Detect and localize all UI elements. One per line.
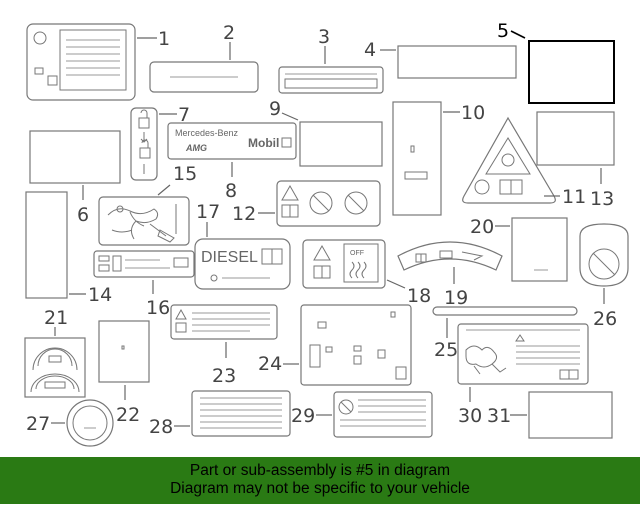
callout-26: 26	[593, 308, 617, 330]
part-11-label[interactable]	[462, 116, 556, 204]
callout-20: 20	[470, 216, 494, 238]
callout-21: 21	[44, 307, 68, 329]
callout-23: 23	[212, 365, 236, 387]
part-13-label[interactable]	[536, 111, 615, 166]
callout-16: 16	[146, 297, 170, 319]
callout-11: 11	[562, 186, 586, 208]
part-22-label[interactable]	[98, 320, 150, 383]
part-4-label[interactable]	[397, 45, 517, 79]
part-21-label[interactable]	[24, 337, 86, 398]
part-3-label[interactable]	[278, 66, 384, 94]
part-info-banner: Part or sub-assembly is #5 in diagram Di…	[0, 457, 640, 504]
banner-line-part: Part or sub-assembly is #5 in diagram	[189, 462, 451, 479]
callout-28: 28	[149, 416, 173, 438]
callout-22: 22	[116, 404, 140, 426]
leader-18	[386, 279, 406, 289]
part-15-label[interactable]	[98, 196, 190, 246]
label-mobil-text: Mobil	[248, 136, 279, 150]
callout-12: 12	[232, 203, 256, 225]
part-12-label[interactable]	[276, 180, 381, 227]
callout-8: 8	[225, 180, 237, 202]
part-23-label[interactable]	[170, 304, 278, 340]
part-9-label[interactable]	[299, 121, 383, 167]
callout-4: 4	[364, 39, 376, 61]
part-5-label[interactable]	[528, 40, 615, 104]
part-31-label[interactable]	[528, 391, 613, 439]
leader-15	[157, 184, 171, 196]
callout-24: 24	[258, 353, 282, 375]
callout-2: 2	[223, 22, 235, 44]
callout-5: 5	[497, 20, 509, 42]
part-8-label[interactable]: Mercedes-Benz AMG Mobil	[167, 122, 297, 160]
part-26-label[interactable]	[579, 223, 629, 287]
callout-13: 13	[590, 188, 614, 210]
leader-9	[281, 112, 299, 121]
callout-31: 31	[487, 405, 511, 427]
callout-6: 6	[77, 204, 89, 226]
part-16-label[interactable]	[93, 250, 195, 278]
callout-1: 1	[158, 28, 170, 50]
part-2-label[interactable]	[149, 61, 259, 93]
part-6-label[interactable]	[29, 130, 121, 184]
callout-9: 9	[269, 98, 281, 120]
part-10-label[interactable]	[392, 101, 442, 216]
part-1-label[interactable]	[26, 23, 136, 101]
callout-18: 18	[407, 285, 431, 307]
part-18-label[interactable]: OFF	[302, 239, 386, 289]
callout-15: 15	[173, 163, 197, 185]
part-30-label[interactable]	[457, 323, 589, 385]
callout-14: 14	[88, 284, 112, 306]
part-24-label[interactable]	[300, 304, 412, 386]
part-20-label[interactable]	[511, 217, 568, 282]
banner-line-disclaimer: Diagram may not be specific to your vehi…	[170, 480, 470, 497]
callout-29: 29	[291, 405, 315, 427]
callout-7: 7	[178, 104, 190, 126]
callout-19: 19	[444, 287, 468, 309]
part-19-label[interactable]	[397, 241, 503, 271]
label-off-text: OFF	[350, 250, 364, 257]
part-14-label[interactable]	[25, 191, 68, 299]
callout-30: 30	[458, 405, 482, 427]
callout-27: 27	[26, 413, 50, 435]
label-amg-text: AMG	[185, 143, 207, 153]
part-29-label[interactable]	[333, 391, 433, 438]
part-17-label[interactable]: DIESEL	[194, 238, 291, 290]
callout-17: 17	[196, 201, 220, 223]
label-brand-text: Mercedes-Benz	[175, 128, 239, 138]
part-25-label[interactable]	[432, 306, 578, 316]
callout-10: 10	[461, 102, 485, 124]
callout-25: 25	[434, 339, 458, 361]
part-7-label[interactable]	[130, 107, 158, 181]
part-28-label[interactable]	[191, 390, 291, 437]
callout-3: 3	[318, 26, 330, 48]
label-diesel-text: DIESEL	[201, 249, 258, 266]
part-27-label[interactable]	[66, 399, 114, 447]
leader-5	[510, 30, 526, 39]
labels-parts-diagram: 1 2 3 4 5 6 7 Mercedes-Benz AMG Mobil 8	[24, 20, 629, 447]
